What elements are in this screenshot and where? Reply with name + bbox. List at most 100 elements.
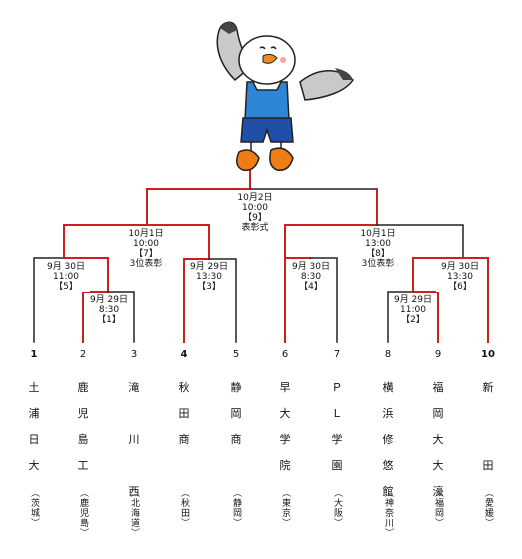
school-char — [481, 401, 495, 427]
team-10-prefecture: （愛媛） — [483, 488, 493, 528]
semi-left-left — [63, 224, 148, 259]
match-7-time: 10:00 — [133, 239, 159, 249]
m3-team4 — [183, 258, 210, 343]
school-char: 土 — [28, 381, 40, 394]
school-char: 園 — [331, 459, 343, 472]
match-4-date: 9月 30日 — [291, 262, 331, 272]
team-5-prefecture: （静岡） — [231, 488, 241, 528]
team-4-school: 秋田商 — [177, 375, 191, 453]
match-8-label: 10月1日 13:00 【8】 3位表彰 — [350, 229, 406, 269]
school-char: 岡 — [432, 407, 444, 420]
school-char: 児 — [77, 407, 89, 420]
m4-team7 — [309, 257, 338, 343]
team-2-number: 2 — [79, 349, 87, 360]
team-6-school: 早大学院 — [278, 375, 292, 479]
match-1-date: 9月 29日 — [89, 295, 129, 305]
team-10-school: 新田 — [481, 375, 495, 479]
match-9-label: 10月2日 10:00 【9】 表彰式 — [232, 193, 278, 233]
m5-right — [63, 257, 109, 293]
semi-left-right — [146, 224, 210, 260]
team-10-number: 10 — [481, 349, 495, 360]
match-5-id: 【5】 — [54, 282, 78, 292]
match-5-time: 11:00 — [53, 272, 79, 282]
m2-team8 — [387, 291, 414, 343]
school-char: 学 — [279, 433, 291, 446]
match-7-id: 【7】 — [134, 249, 158, 259]
m6-left — [412, 257, 464, 293]
school-char: 学 — [331, 433, 343, 446]
m6-team10 — [462, 257, 489, 343]
match-8-time: 13:00 — [365, 239, 391, 249]
school-char: 商 — [230, 433, 242, 446]
match-2-time: 11:00 — [400, 305, 426, 315]
team-8-school: 横浜修悠館 — [381, 375, 395, 505]
m2-team9 — [412, 291, 439, 343]
match-7-date: 10月1日 — [128, 229, 164, 239]
match-9-time: 10:00 — [242, 203, 268, 213]
team-4-prefecture: （秋田） — [179, 488, 189, 528]
team-8-prefecture: （神奈川） — [383, 488, 393, 538]
match-9-id: 【9】 — [243, 213, 267, 223]
match-2-label: 9月 29日 11:00 【2】 — [390, 295, 436, 325]
team-6-number: 6 — [281, 349, 289, 360]
team-1-number: 1 — [30, 349, 38, 360]
match-6-label: 9月 30日 13:30 【6】 — [436, 262, 484, 292]
school-char — [481, 427, 495, 453]
team-5-school: 静岡商 — [229, 375, 243, 453]
team-9-number: 9 — [434, 349, 442, 360]
match-9-date: 10月2日 — [237, 193, 273, 203]
team-8-number: 8 — [384, 349, 392, 360]
school-char: Ｐ — [331, 381, 343, 394]
school-char: 福 — [432, 381, 444, 394]
match-8-id: 【8】 — [366, 249, 390, 259]
team-3-school: 滝川西 — [127, 375, 141, 505]
school-char — [127, 453, 141, 479]
school-char — [127, 401, 141, 427]
team-6-prefecture: （東京） — [280, 488, 290, 528]
final-line-left-winner — [146, 159, 251, 226]
school-char: 静 — [230, 381, 242, 394]
match-4-id: 【4】 — [299, 282, 323, 292]
school-char: 浦 — [28, 407, 40, 420]
school-char: 西 — [128, 485, 140, 498]
school-char: 田 — [482, 459, 494, 472]
match-3-date: 9月 29日 — [189, 262, 229, 272]
school-char: 大 — [28, 459, 40, 472]
match-5-label: 9月 30日 11:00 【5】 — [42, 262, 90, 292]
team-9-school: 福岡大大濠 — [431, 375, 445, 505]
team-4-number: 4 — [180, 349, 188, 360]
match-7-label: 10月1日 10:00 【7】 3位表彰 — [118, 229, 174, 269]
school-char: 大 — [432, 433, 444, 446]
school-char: 悠 — [382, 459, 394, 472]
team-7-number: 7 — [333, 349, 341, 360]
school-char: Ｌ — [331, 407, 343, 420]
school-char: 濠 — [432, 485, 444, 498]
match-4-time: 8:30 — [300, 272, 322, 282]
seagull-mascot-icon — [216, 21, 354, 171]
school-char: 秋 — [178, 381, 190, 394]
match-8-date: 10月1日 — [360, 229, 396, 239]
team-5-number: 5 — [232, 349, 240, 360]
match-5-date: 9月 30日 — [46, 262, 86, 272]
school-char: 浜 — [382, 407, 394, 420]
school-char: 新 — [482, 381, 494, 394]
school-char: 大 — [432, 459, 444, 472]
team-1-prefecture: （茨城） — [29, 488, 39, 528]
m1-team3 — [107, 291, 135, 343]
school-char: 日 — [28, 433, 40, 446]
match-1-time: 8:30 — [98, 305, 120, 315]
match-1-id: 【1】 — [97, 315, 121, 325]
school-char: 大 — [279, 407, 291, 420]
school-char: 田 — [178, 407, 190, 420]
match-2-date: 9月 29日 — [393, 295, 433, 305]
match-3-id: 【3】 — [197, 282, 221, 292]
match-6-id: 【6】 — [448, 282, 472, 292]
match-9-note: 表彰式 — [241, 223, 269, 233]
school-char: 島 — [77, 433, 89, 446]
team-1-school: 土浦日大 — [27, 375, 41, 479]
school-char: 川 — [128, 433, 140, 446]
school-char: 商 — [178, 433, 190, 446]
match-8-note: 3位表彰 — [361, 259, 395, 269]
